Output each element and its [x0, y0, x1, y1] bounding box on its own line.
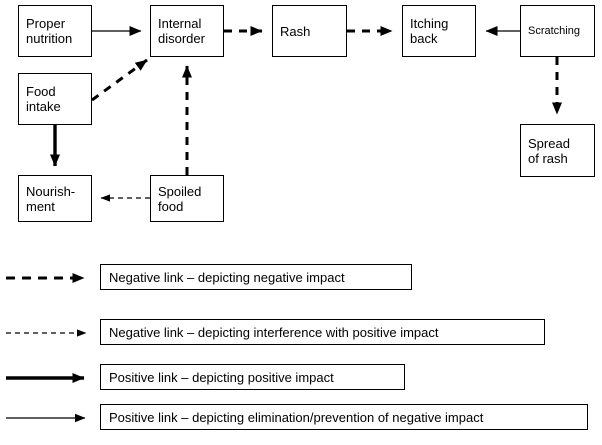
node-label: Rash — [280, 23, 311, 39]
node-spoiled-food[interactable]: Spoiled food — [150, 175, 224, 222]
legend-row-elimination-prevention: Positive link – depicting elimination/pr… — [0, 398, 602, 438]
node-label: Proper nutrition — [26, 16, 73, 46]
node-proper-nutrition[interactable]: Proper nutrition — [18, 5, 92, 57]
legend-row-interference: Negative link – depicting interference w… — [0, 313, 602, 353]
node-label: Spread of rash — [528, 135, 570, 166]
node-rash[interactable]: Rash — [272, 5, 347, 57]
legend-row-positive-impact: Positive link – depicting positive impac… — [0, 358, 602, 398]
legend-label: Positive link – depicting positive impac… — [109, 369, 334, 385]
legend-box-interference: Negative link – depicting interference w… — [100, 319, 545, 345]
node-itching-back[interactable]: Itching back — [402, 5, 476, 57]
legend: Negative link – depicting negative impac… — [0, 258, 602, 445]
legend-label: Negative link – depicting negative impac… — [109, 269, 345, 285]
node-label: Internal disorder — [158, 16, 205, 46]
legend-label: Negative link – depicting interference w… — [109, 324, 439, 340]
node-scratching[interactable]: Scratching — [520, 5, 595, 57]
node-label: Scratching — [528, 24, 580, 37]
node-food-intake[interactable]: Food intake — [18, 73, 92, 125]
legend-sample-thin-solid-arrow-icon — [6, 413, 86, 423]
legend-sample-thick-dashed-arrow-icon — [6, 273, 85, 283]
legend-box-negative-impact: Negative link – depicting negative impac… — [100, 264, 412, 290]
node-label: Itching back — [410, 16, 449, 46]
legend-box-positive-impact: Positive link – depicting positive impac… — [100, 364, 405, 390]
node-spread-of-rash[interactable]: Spread of rash — [520, 124, 595, 177]
legend-sample-thick-solid-arrow-icon — [6, 373, 85, 383]
legend-label: Positive link – depicting elimination/pr… — [109, 409, 484, 425]
link-food-intake-to-internal-disorder — [91, 58, 148, 102]
legend-box-elimination-prevention: Positive link – depicting elimination/pr… — [100, 404, 588, 430]
node-nourishment[interactable]: Nourish- ment — [18, 175, 92, 222]
node-label: Spoiled food — [158, 183, 202, 214]
node-internal-disorder[interactable]: Internal disorder — [150, 5, 224, 57]
legend-sample-thin-dashed-arrow-icon — [6, 329, 87, 337]
node-label: Nourish- ment — [26, 183, 76, 214]
node-label: Food intake — [26, 84, 61, 114]
legend-row-negative-impact: Negative link – depicting negative impac… — [0, 258, 602, 298]
